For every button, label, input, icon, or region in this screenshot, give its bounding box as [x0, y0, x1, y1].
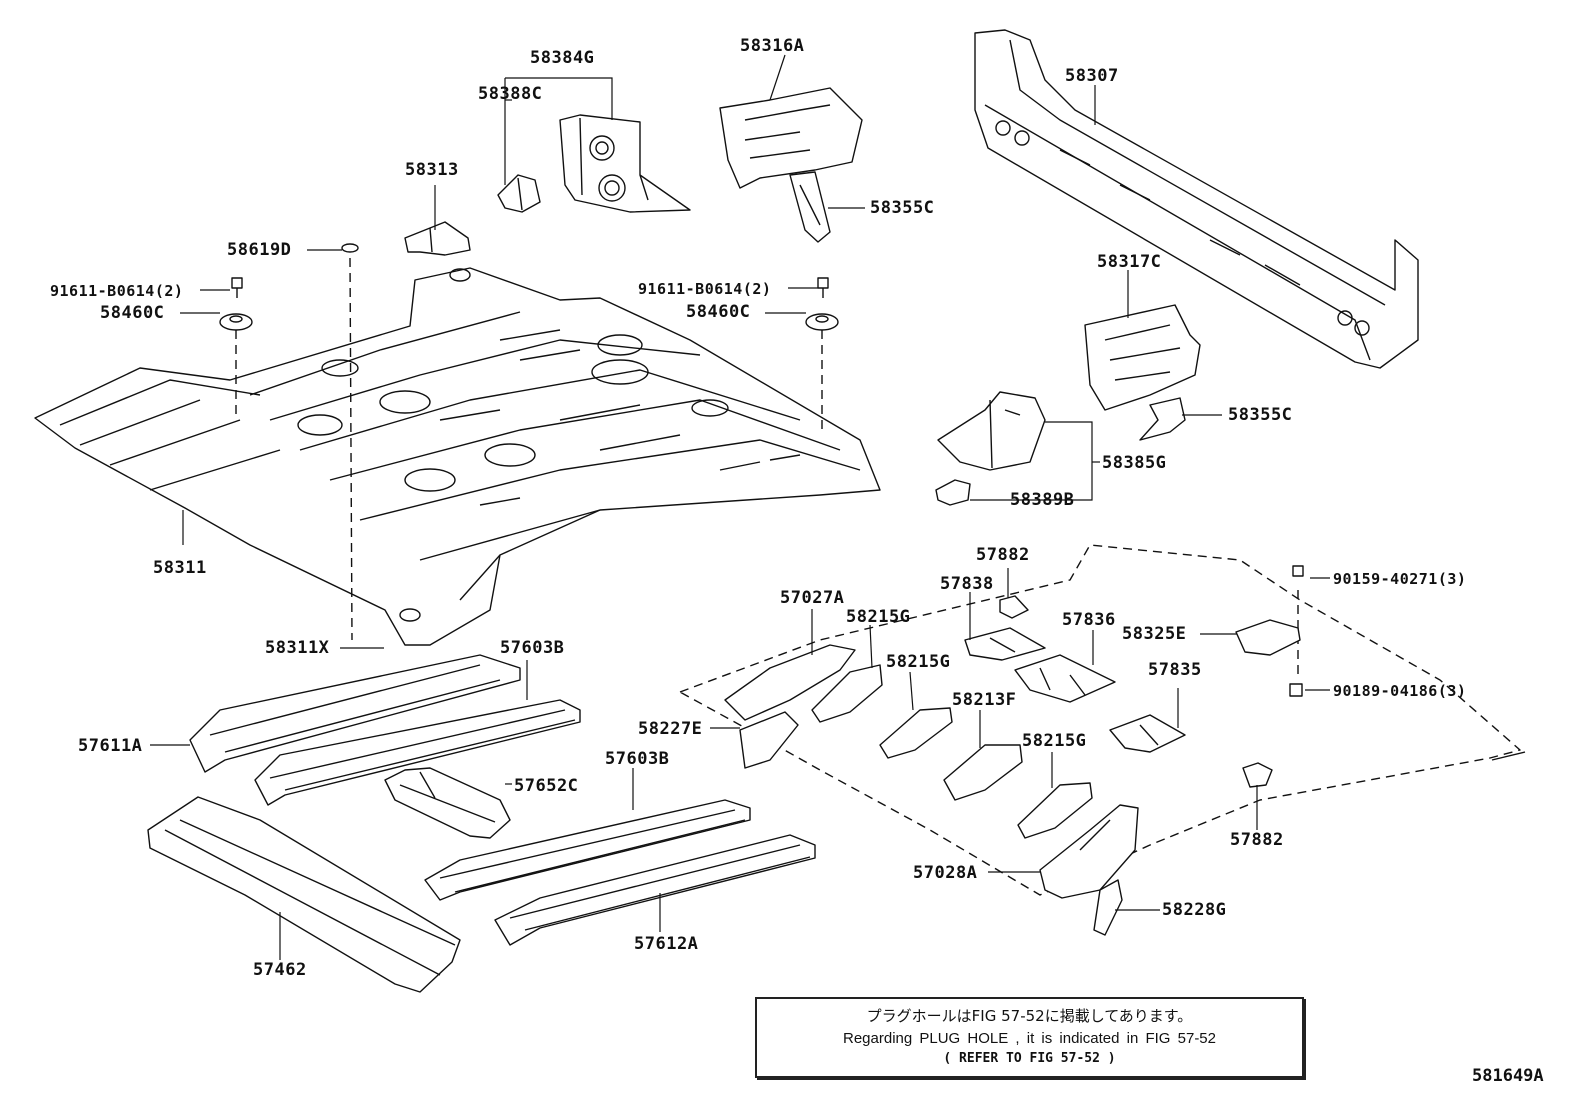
label-58316A[interactable]: 58316A: [740, 36, 805, 56]
part-90159-bolt: [1292, 565, 1304, 577]
part-57612A-member: [494, 834, 816, 946]
label-58215G-a[interactable]: 58215G: [846, 607, 911, 627]
label-58355C-top[interactable]: 58355C: [870, 198, 935, 218]
label-58384G[interactable]: 58384G: [530, 48, 595, 68]
part-58355C-right: [1139, 397, 1186, 441]
label-58227E[interactable]: 58227E: [638, 719, 703, 739]
label-58385G[interactable]: 58385G: [1102, 453, 1167, 473]
label-57838[interactable]: 57838: [940, 574, 994, 594]
part-57882-top: [999, 595, 1029, 619]
part-90189-clip: [1289, 683, 1303, 697]
label-58311[interactable]: 58311: [153, 558, 207, 578]
label-58311X[interactable]: 58311X: [265, 638, 330, 658]
label-57882-bottom[interactable]: 57882: [1230, 830, 1284, 850]
part-58460C-left: [219, 313, 253, 331]
label-57611A[interactable]: 57611A: [78, 736, 143, 756]
label-58355C-right[interactable]: 58355C: [1228, 405, 1293, 425]
label-90159[interactable]: 90159-40271(3): [1333, 570, 1467, 588]
part-58213F-bracket: [943, 744, 1023, 801]
part-58215G-b: [879, 707, 953, 759]
label-57836[interactable]: 57836: [1062, 610, 1116, 630]
label-91611-right[interactable]: 91611-B0614(2): [638, 280, 772, 298]
part-57603B-member-lower: [424, 799, 751, 901]
part-58325E-bracket: [1235, 619, 1301, 656]
label-57882-top[interactable]: 57882: [976, 545, 1030, 565]
note-line-jp: プラグホールはFIG 57-52に掲載してあります。: [866, 1007, 1193, 1025]
label-58388C[interactable]: 58388C: [478, 84, 543, 104]
part-57836-bracket: [1014, 654, 1116, 703]
part-57838-bracket: [964, 627, 1046, 661]
label-58325E[interactable]: 58325E: [1122, 624, 1187, 644]
part-58460C-right: [805, 313, 839, 331]
label-58317C[interactable]: 58317C: [1097, 252, 1162, 272]
label-58213F[interactable]: 58213F: [952, 690, 1017, 710]
part-57835-bracket: [1109, 714, 1186, 753]
part-58313-bracket: [404, 221, 471, 256]
label-90189[interactable]: 90189-04186(3): [1333, 682, 1467, 700]
label-58215G-c[interactable]: 58215G: [1022, 731, 1087, 751]
note-line-ref: ( REFER TO FIG 57-52 ): [943, 1051, 1116, 1066]
part-57462-crossmember: [147, 796, 461, 993]
label-57603B-a[interactable]: 57603B: [500, 638, 565, 658]
label-58460C-right[interactable]: 58460C: [686, 302, 751, 322]
part-58317C-bracket: [1084, 304, 1201, 411]
label-57028A[interactable]: 57028A: [913, 863, 978, 883]
part-58215G-a: [811, 664, 883, 723]
part-58384G-bracket: [559, 114, 691, 213]
part-91611-bolt-right: [817, 277, 829, 298]
label-57462[interactable]: 57462: [253, 960, 307, 980]
part-58228G-bracket: [1093, 879, 1123, 936]
label-57603B-b[interactable]: 57603B: [605, 749, 670, 769]
part-58311-floor-pan: [34, 267, 881, 646]
label-58228G[interactable]: 58228G: [1162, 900, 1227, 920]
label-58460C-left[interactable]: 58460C: [100, 303, 165, 323]
figure-id: 581649A: [1472, 1066, 1544, 1086]
part-58215G-c: [1017, 782, 1093, 839]
part-91611-bolt-left: [231, 277, 243, 298]
part-57027A-bracket: [724, 644, 856, 721]
part-58227E-bracket: [739, 711, 799, 769]
part-57603B-member-upper: [254, 699, 581, 806]
label-57835[interactable]: 57835: [1148, 660, 1202, 680]
label-58619D[interactable]: 58619D: [227, 240, 292, 260]
part-58316A-bracket: [719, 87, 863, 189]
label-58313[interactable]: 58313: [405, 160, 459, 180]
label-58215G-b[interactable]: 58215G: [886, 652, 951, 672]
part-57882-bottom: [1242, 762, 1273, 788]
part-58388C-bracket: [497, 174, 541, 213]
part-58385G-bracket: [937, 391, 1046, 471]
part-57028A-bracket: [1039, 804, 1139, 899]
note-box: プラグホールはFIG 57-52に掲載してあります。 Regarding PLU…: [755, 997, 1304, 1078]
label-58389B[interactable]: 58389B: [1010, 490, 1075, 510]
part-58307-rocker-panel: [974, 29, 1419, 369]
part-57611A-member: [189, 654, 521, 773]
label-91611-left[interactable]: 91611-B0614(2): [50, 282, 184, 300]
label-57027A[interactable]: 57027A: [780, 588, 845, 608]
label-57652C[interactable]: 57652C: [514, 776, 579, 796]
leader-lines: [150, 54, 1330, 960]
part-58355C-top: [789, 171, 831, 243]
part-57652C-bracket: [384, 767, 511, 839]
right-floor-edge-mark: [1491, 751, 1526, 761]
label-58307[interactable]: 58307: [1065, 66, 1119, 86]
part-58619D-plug: [341, 243, 359, 253]
note-line-en: Regarding PLUG HOLE , it is indicated in…: [843, 1030, 1216, 1047]
label-57612A[interactable]: 57612A: [634, 934, 699, 954]
part-58389B-bracket: [935, 479, 971, 506]
